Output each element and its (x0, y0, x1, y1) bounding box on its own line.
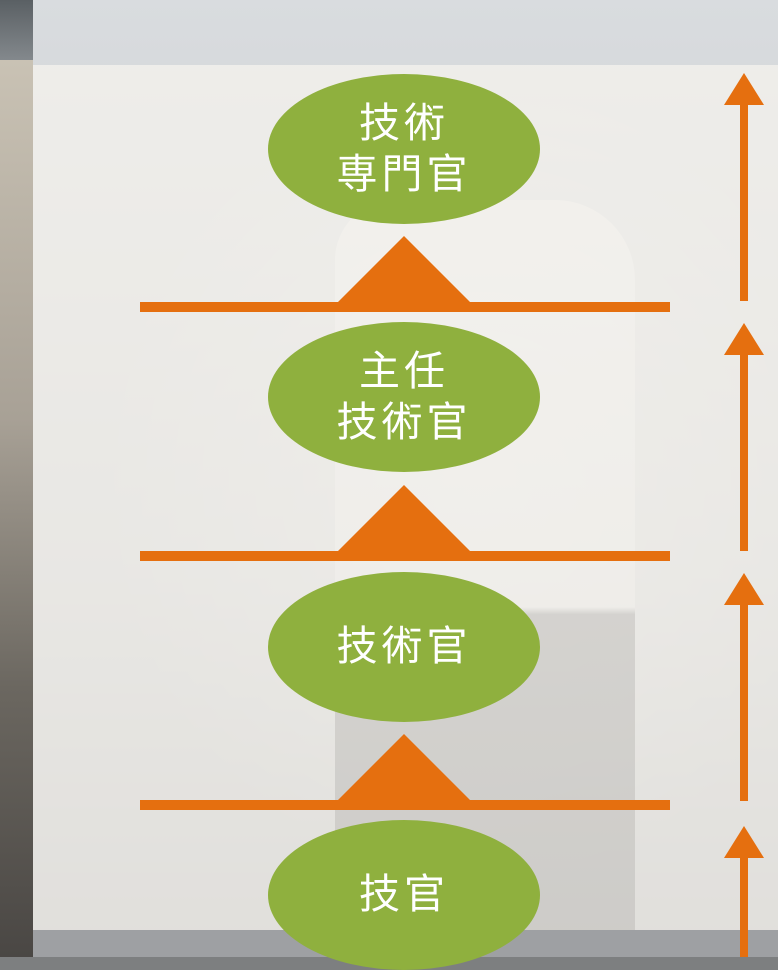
level-oval: 技術官 (268, 572, 540, 722)
level-label: 技術官 (336, 622, 472, 671)
promotion-triangle (338, 734, 470, 800)
level-oval-bottom: 技官 (268, 820, 540, 970)
up-arrow-icon (724, 323, 764, 551)
promotion-triangle (338, 485, 470, 551)
level-divider (140, 551, 670, 561)
up-arrow-icon (724, 826, 764, 957)
level-label: 技術 (359, 98, 449, 147)
up-arrow-icon (724, 73, 764, 301)
level-oval: 主任 技術官 (268, 322, 540, 472)
level-label: 技術官 (336, 398, 472, 446)
level-label: 技官 (359, 870, 449, 919)
level-label: 主任 (359, 346, 449, 395)
level-label: 専門官 (336, 150, 472, 198)
level-divider (140, 302, 670, 312)
level-divider (140, 800, 670, 810)
level-oval-top: 技術 専門官 (268, 74, 540, 224)
up-arrow-icon (724, 573, 764, 801)
promotion-triangle (338, 236, 470, 302)
